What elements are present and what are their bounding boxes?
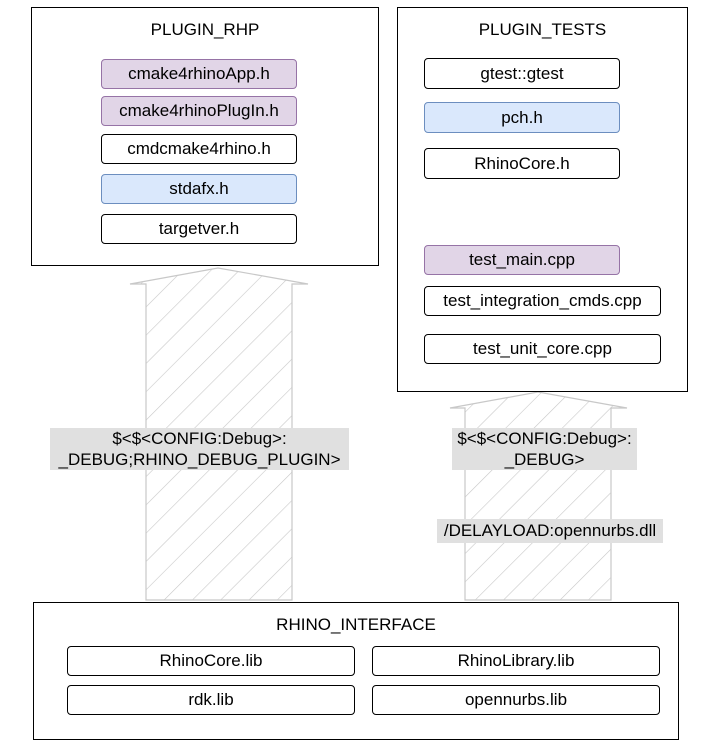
file-pch-h[interactable]: pch.h bbox=[424, 102, 620, 133]
file-stdafx-h[interactable]: stdafx.h bbox=[101, 174, 297, 204]
left-arrow-label: $<$<CONFIG:Debug>: _DEBUG;RHINO_DEBUG_PL… bbox=[50, 428, 349, 470]
file-targetver-h[interactable]: targetver.h bbox=[101, 214, 297, 244]
file-test-main-cpp[interactable]: test_main.cpp bbox=[424, 245, 620, 275]
file-test-integration-cmds-cpp[interactable]: test_integration_cmds.cpp bbox=[424, 286, 661, 316]
file-cmdcmake4rhino-h[interactable]: cmdcmake4rhino.h bbox=[101, 134, 297, 164]
file-rhinocore-h[interactable]: RhinoCore.h bbox=[424, 148, 620, 179]
plugin-rhp-title: PLUGIN_RHP bbox=[150, 20, 260, 39]
plugin-tests-title: PLUGIN_TESTS bbox=[478, 20, 607, 39]
file-rhinocore-lib[interactable]: RhinoCore.lib bbox=[67, 646, 355, 676]
file-cmake4rhinoplugin-h[interactable]: cmake4rhinoPlugIn.h bbox=[101, 96, 297, 126]
right-arrow bbox=[449, 391, 628, 601]
rhino-interface-title: RHINO_INTERFACE bbox=[276, 615, 436, 634]
file-opennurbs-lib[interactable]: opennurbs.lib bbox=[372, 685, 660, 715]
left-label-line1: $<$<CONFIG:Debug>: bbox=[112, 429, 287, 448]
right-arrow-label: $<$<CONFIG:Debug>: _DEBUG> bbox=[452, 428, 637, 470]
file-cmake4rhinoapp-h[interactable]: cmake4rhinoApp.h bbox=[101, 59, 297, 89]
left-label-line2: _DEBUG;RHINO_DEBUG_PLUGIN> bbox=[58, 450, 341, 469]
file-rdk-lib[interactable]: rdk.lib bbox=[67, 685, 355, 715]
right-label-line2: _DEBUG> bbox=[504, 450, 585, 469]
file-test-unit-core-cpp[interactable]: test_unit_core.cpp bbox=[424, 334, 661, 364]
file-rhinolibrary-lib[interactable]: RhinoLibrary.lib bbox=[372, 646, 660, 676]
delayload-label: /DELAYLOAD:opennurbs.dll bbox=[437, 519, 663, 543]
right-label-line1: $<$<CONFIG:Debug>: bbox=[457, 429, 632, 448]
file-gtest[interactable]: gtest::gtest bbox=[424, 58, 620, 89]
